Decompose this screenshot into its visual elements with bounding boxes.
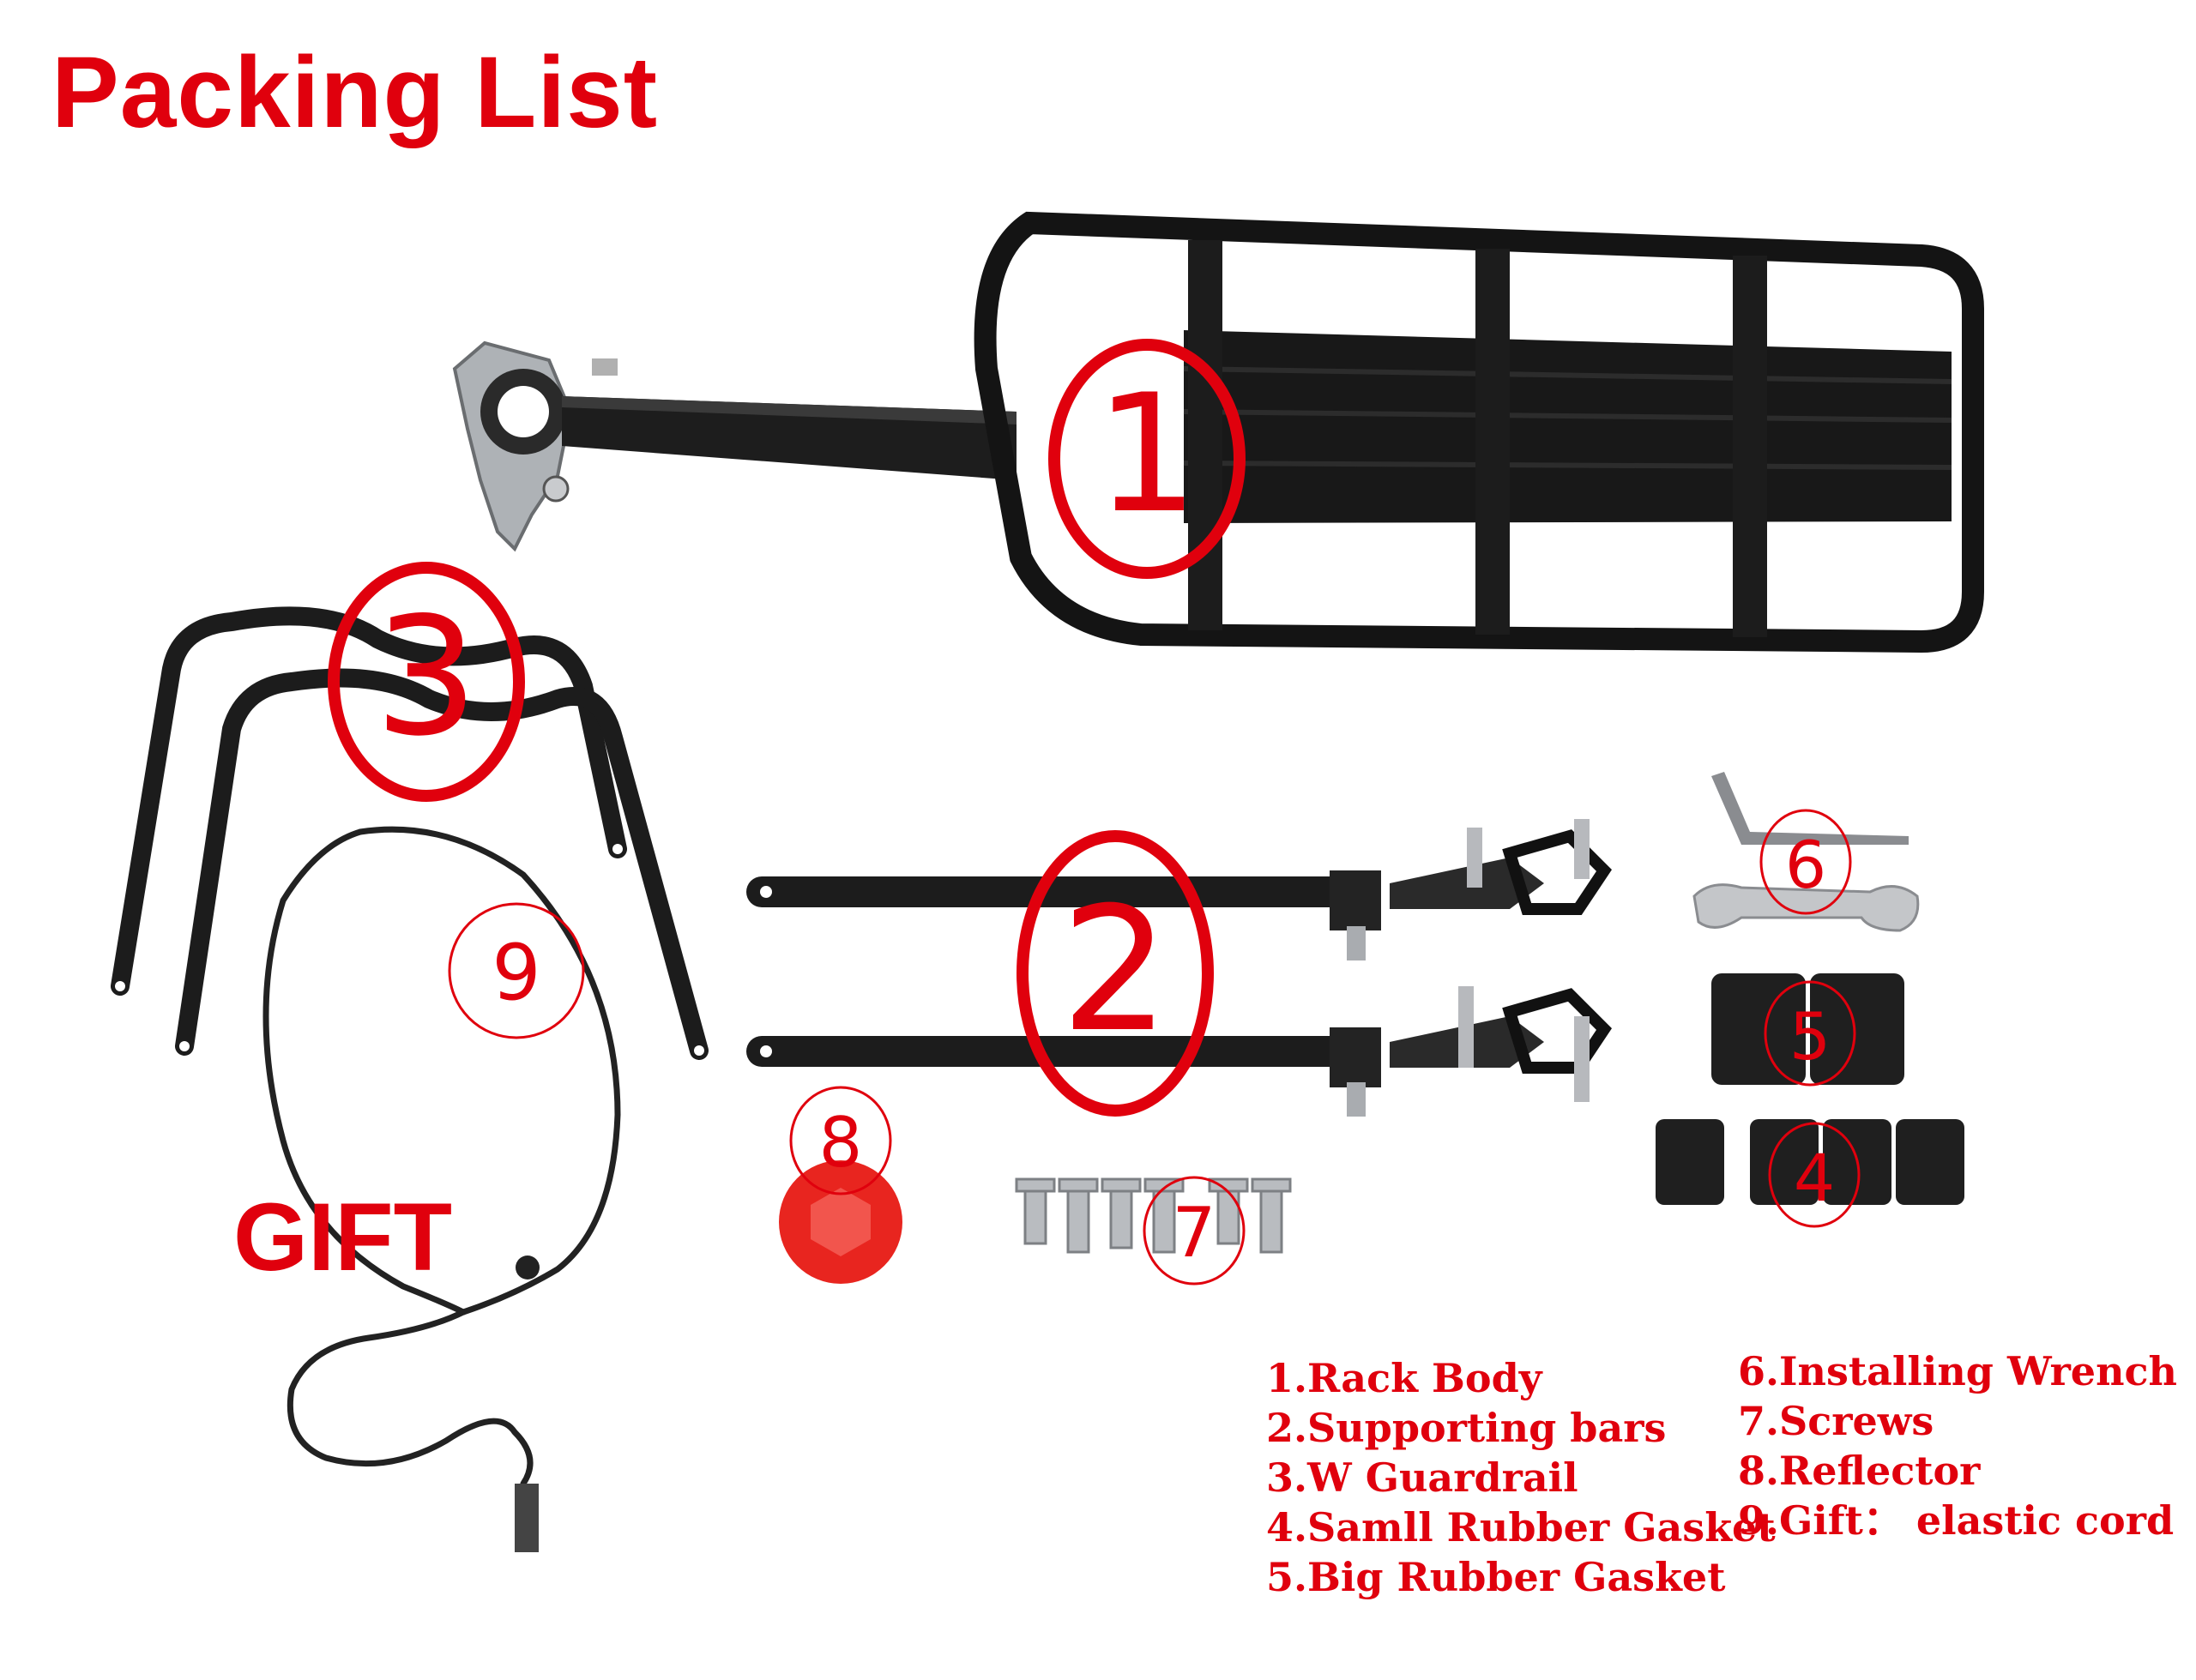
legend-item-2: 2.Supporting bars <box>1266 1405 1667 1451</box>
callout-number-2: 2 <box>1060 870 1169 1070</box>
reflector-icon <box>779 1160 902 1284</box>
rack-body-icon <box>452 211 1984 653</box>
callout-circle-9 <box>448 902 585 1039</box>
callout-circle-7 <box>1143 1176 1246 1286</box>
callout-circle-6 <box>1759 809 1852 915</box>
screw-icon <box>1015 1177 1292 1254</box>
callout-circle-3 <box>328 562 525 802</box>
callout-number-4: 4 <box>1794 1140 1835 1216</box>
callout-circle-1 <box>1048 339 1246 579</box>
legend-item-6: 6.Installing Wrench <box>1738 1348 2177 1394</box>
legend-left-column: 1.Rack Body 2.Supporting bars 3.W Guardr… <box>1266 1353 1776 1602</box>
callout-number-3: 3 <box>375 582 479 772</box>
callout-number-6: 6 <box>1785 827 1826 903</box>
page-title: Packing List <box>51 36 659 149</box>
callout-circle-4 <box>1768 1122 1861 1228</box>
rubber-gasket-icon <box>1711 973 1904 1085</box>
legend-item-5: 5.Big Rubber Gasket <box>1266 1554 1726 1600</box>
legend-item-3: 3.W Guardrail <box>1266 1454 1578 1501</box>
legend-item-1: 1.Rack Body <box>1266 1355 1542 1401</box>
callout-circle-5 <box>1764 980 1856 1087</box>
elastic-cord-icon <box>262 826 621 1552</box>
w-guardrail-icon <box>111 606 709 1060</box>
callout-number-7: 7 <box>1173 1193 1216 1273</box>
callout-number-1: 1 <box>1095 359 1199 549</box>
callout-number-9: 9 <box>492 928 540 1018</box>
callout-number-5: 5 <box>1789 998 1831 1075</box>
legend-right-column: 6.Installing Wrench 7.Screws 8.Reflector… <box>1738 1346 2177 1545</box>
callout-number-8: 8 <box>819 1103 863 1183</box>
legend-item-7: 7.Screws <box>1738 1398 1934 1444</box>
gift-label: GIFT <box>233 1183 453 1291</box>
callout-circle-8 <box>789 1086 892 1195</box>
wrench-icon <box>1692 772 1920 932</box>
legend-item-9: 9.Gift： elastic cord <box>1738 1497 2175 1544</box>
callout-circle-2 <box>1017 830 1214 1117</box>
legend-item-4: 4.Samll Rubber Gasket <box>1266 1504 1776 1551</box>
legend-item-8: 8.Reflector <box>1738 1448 1981 1494</box>
